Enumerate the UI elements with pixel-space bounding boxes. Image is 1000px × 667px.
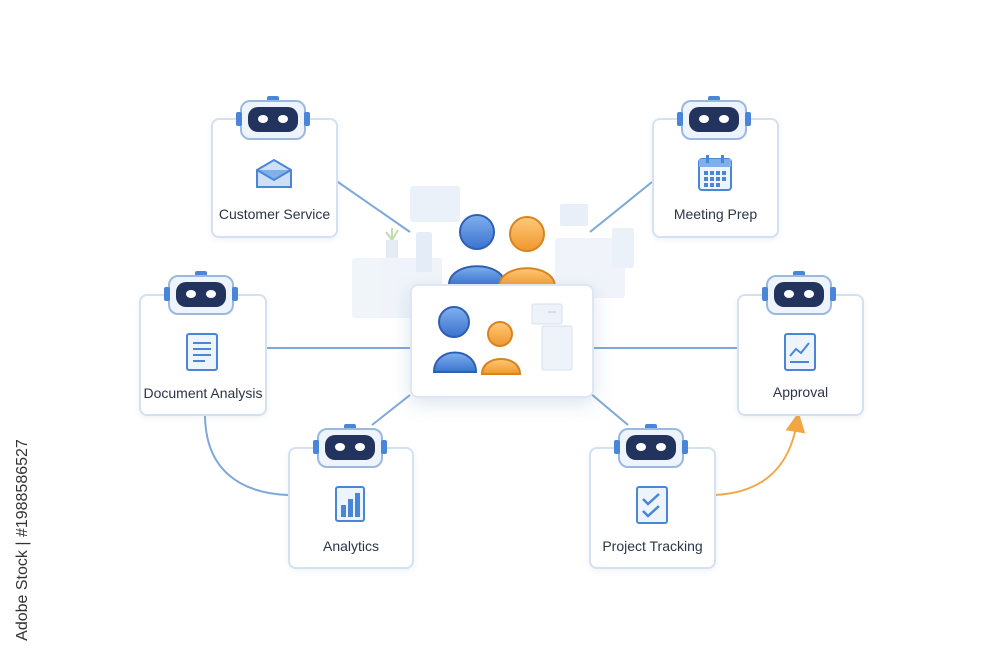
node-customer-service-label: Customer Service (218, 206, 331, 222)
stock-watermark-text: Adobe Stock | #1988586527 (14, 439, 31, 641)
node-document-analysis-label: Document Analysis (143, 385, 263, 401)
robot-icon (313, 424, 387, 468)
office-background (352, 186, 634, 318)
curve-document-to-analytics (204, 413, 289, 496)
team-large-icon (447, 214, 557, 288)
robot-icon (164, 271, 238, 315)
robot-icon (677, 96, 751, 140)
stock-watermark: Adobe Stock | #1988586527 (8, 420, 38, 660)
node-project-tracking-label: Project Tracking (602, 538, 703, 554)
envelope-icon (256, 158, 292, 188)
team-icon (432, 303, 573, 375)
connector-project-tracking (589, 392, 629, 426)
connector-customer-service (334, 179, 411, 233)
connector-meeting-prep (589, 181, 653, 233)
connector-analytics (371, 394, 411, 426)
arrow-project-to-approval (713, 412, 806, 496)
bar-chart-icon (335, 486, 365, 522)
robot-icon (614, 424, 688, 468)
robot-icon (236, 96, 310, 140)
node-meeting-prep-label: Meeting Prep (673, 206, 758, 222)
node-project-tracking: Project Tracking (589, 447, 716, 569)
robot-icon (762, 271, 836, 315)
checklist-icon (636, 486, 668, 524)
calendar-icon (698, 155, 732, 191)
document-icon (186, 333, 218, 371)
chart-document-icon (784, 333, 816, 371)
node-customer-service: Customer Service (211, 118, 338, 238)
node-analytics-label: Analytics (322, 538, 380, 554)
node-approval-label: Approval (772, 384, 829, 400)
central-hub (410, 284, 594, 398)
